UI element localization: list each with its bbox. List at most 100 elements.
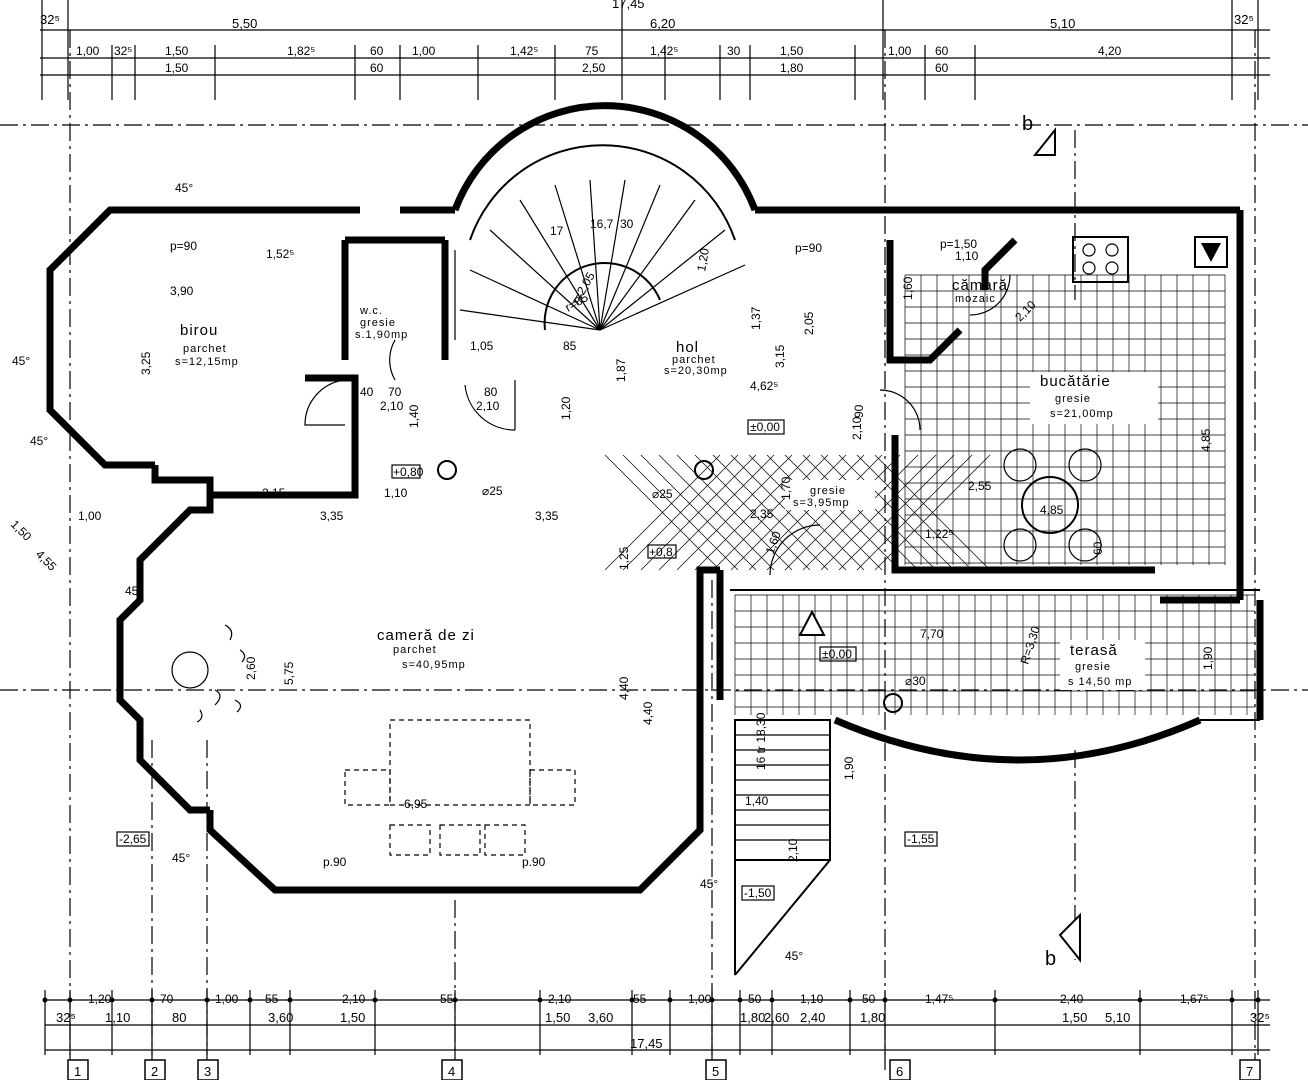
bottom-dim-r1-15: 1,67⁵ <box>1180 992 1208 1006</box>
top-dim-r3-3: 2,50 <box>582 61 606 75</box>
svg-text:70: 70 <box>388 385 402 399</box>
kitchen-tile-grid <box>904 274 1226 565</box>
bottom-dim-r1-11: 1,10 <box>800 992 824 1006</box>
bottom-dim-r2-3: 80 <box>172 1010 186 1025</box>
bottom-dim-r2-5: 1,50 <box>340 1010 365 1025</box>
top-dim-1: 32⁵ <box>40 12 60 27</box>
section-marker-top: b <box>1022 113 1056 156</box>
svg-text:2,10: 2,10 <box>786 838 800 862</box>
svg-text:2,10: 2,10 <box>850 416 864 440</box>
hall-diagonal-tiles <box>604 454 991 571</box>
svg-text:30: 30 <box>620 217 634 231</box>
svg-text:parchet: parchet <box>393 644 437 656</box>
svg-text:4,40: 4,40 <box>641 701 655 725</box>
svg-text:birou: birou <box>180 322 218 339</box>
svg-text:3,35: 3,35 <box>535 509 559 523</box>
svg-text:⌀25: ⌀25 <box>652 487 673 501</box>
svg-text:90: 90 <box>852 404 866 418</box>
top-dim-r2-10: 30 <box>727 44 741 58</box>
bottom-dim-r1-1: 1,20 <box>88 992 112 1006</box>
bottom-dim-r1-2: 70 <box>160 992 174 1006</box>
svg-text:40: 40 <box>360 385 374 399</box>
top-total-dim: 17,45 <box>612 0 645 11</box>
bottom-dim-r2-9: 2,60 <box>764 1010 789 1025</box>
bottom-dim-r2-8: 1,80 <box>740 1010 765 1025</box>
svg-text:2,05: 2,05 <box>802 311 816 335</box>
svg-text:16 tr 18,30: 16 tr 18,30 <box>754 712 768 770</box>
bottom-dim-r2-10: 2,40 <box>800 1010 825 1025</box>
room-bucatarie: bucătărie gresie s=21,00mp <box>1030 372 1158 424</box>
entry-arrow-icon <box>798 609 826 636</box>
svg-text:17: 17 <box>550 224 564 238</box>
bottom-dim-r1-3: 1,00 <box>215 992 239 1006</box>
svg-text:1,52⁵: 1,52⁵ <box>266 247 294 261</box>
bottom-dim-r2-14: 32⁵ <box>1250 1010 1270 1025</box>
top-dim-r2-8: 75 <box>585 44 599 58</box>
svg-text:7,70: 7,70 <box>920 627 944 641</box>
svg-text:p=90: p=90 <box>170 239 197 253</box>
plant-symbol <box>171 624 246 723</box>
svg-text:w.c.: w.c. <box>359 305 383 317</box>
stove <box>1072 236 1228 283</box>
svg-text:45°: 45° <box>125 584 143 598</box>
top-dim-4: 5,10 <box>1050 16 1075 31</box>
svg-text:1,00: 1,00 <box>78 509 102 523</box>
bottom-dim-r1-10: 50 <box>748 992 762 1006</box>
svg-text:hol: hol <box>676 339 699 356</box>
svg-text:1,40: 1,40 <box>407 404 421 428</box>
top-dim-r3-5: 60 <box>935 61 949 75</box>
room-gresie-hall: gresie s=3,95mp <box>785 480 875 510</box>
bottom-dim-r2-12: 1,50 <box>1062 1010 1087 1025</box>
room-birou: birou parchet s=12,15mp <box>175 322 239 368</box>
bottom-dim-r1-12: 50 <box>862 992 876 1006</box>
svg-text:s 14,50 mp: s 14,50 mp <box>1068 676 1132 688</box>
terrace-tile-grid <box>734 594 1255 715</box>
bottom-dim-r1-14: 2,40 <box>1060 992 1084 1006</box>
svg-text:-1,50: -1,50 <box>744 886 772 900</box>
svg-text:1,20: 1,20 <box>559 396 573 420</box>
svg-text:1,10: 1,10 <box>955 249 979 263</box>
top-dim-r2-12: 1,00 <box>888 44 912 58</box>
top-dim-r3-1: 1,50 <box>165 61 189 75</box>
svg-text:1,60: 1,60 <box>901 276 915 300</box>
lower-stair <box>734 719 831 976</box>
svg-text:+0,8: +0,8 <box>649 545 673 559</box>
axis-label-6: 6 <box>896 1064 903 1079</box>
svg-text:s=40,95mp: s=40,95mp <box>402 659 466 671</box>
svg-text:s=12,15mp: s=12,15mp <box>175 356 239 368</box>
bottom-dim-r2-4: 3,60 <box>268 1010 293 1025</box>
svg-text:1,22⁵: 1,22⁵ <box>925 527 953 541</box>
svg-text:6,95: 6,95 <box>404 797 428 811</box>
svg-text:3,25: 3,25 <box>139 351 153 375</box>
svg-text:cămară: cămară <box>952 277 1008 294</box>
dining-table <box>1003 448 1102 562</box>
svg-text:1,10: 1,10 <box>384 486 408 500</box>
top-dimension-lines <box>40 0 1270 100</box>
svg-text:4,40: 4,40 <box>617 676 631 700</box>
living-furniture <box>344 719 576 856</box>
svg-text:4,55: 4,55 <box>33 547 60 574</box>
svg-text:2,15: 2,15 <box>262 486 286 500</box>
svg-text:45°: 45° <box>785 949 803 963</box>
bottom-dim-r2-1: 32⁵ <box>56 1010 76 1025</box>
bottom-dim-r1-4: 55 <box>265 992 279 1006</box>
top-dim-r2-6: 1,00 <box>412 44 436 58</box>
svg-text:1,20: 1,20 <box>694 247 712 273</box>
bottom-dim-r2-13: 5,10 <box>1105 1010 1130 1025</box>
svg-text:⌀30: ⌀30 <box>905 674 926 688</box>
room-camara: cămară mozaic <box>952 277 1008 305</box>
top-dim-r2-1: 1,00 <box>76 44 100 58</box>
top-dim-r2-13: 60 <box>935 44 949 58</box>
bottom-dim-r2-6: 1,50 <box>545 1010 570 1025</box>
svg-text:60: 60 <box>1091 541 1105 555</box>
svg-text:s=20,30mp: s=20,30mp <box>664 365 728 377</box>
top-dim-2: 5,50 <box>232 16 257 31</box>
bottom-dim-r1-6: 55 <box>440 992 454 1006</box>
spiral-stair <box>451 102 759 340</box>
bottom-dim-r1-13: 1,47⁵ <box>925 992 953 1006</box>
svg-text:±0,00: ±0,00 <box>822 647 852 661</box>
room-wc: w.c. gresie s.1,90mp <box>355 305 407 341</box>
svg-text:45°: 45° <box>700 877 718 891</box>
svg-text:2,10: 2,10 <box>1012 297 1039 324</box>
